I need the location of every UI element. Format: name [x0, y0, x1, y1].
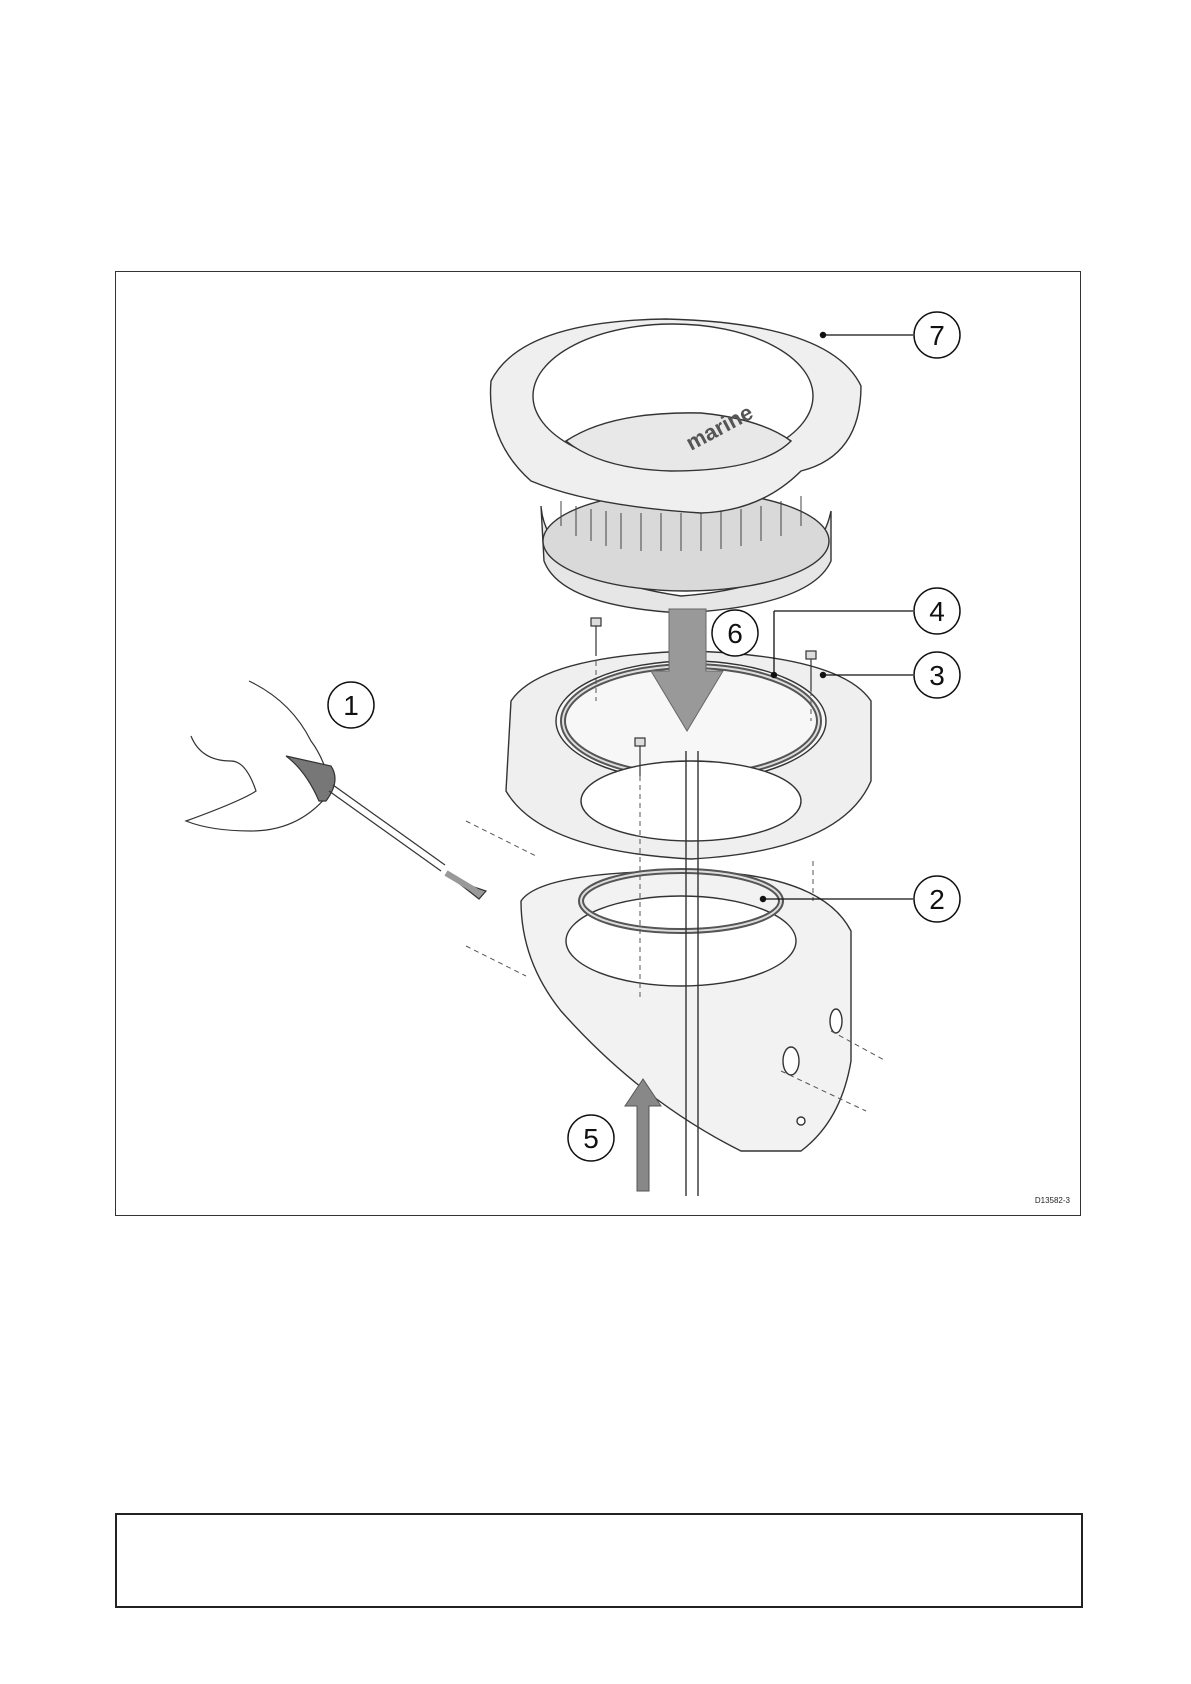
callout-1: 1 — [328, 682, 374, 728]
callout-2: 2 — [914, 876, 960, 922]
callout-5: 5 — [568, 1115, 614, 1161]
svg-text:4: 4 — [929, 596, 945, 627]
callout-4: 4 — [914, 588, 960, 634]
callout-6: 6 — [712, 610, 758, 656]
callout-7: 7 — [914, 312, 960, 358]
callout-3: 3 — [914, 652, 960, 698]
exploded-mounting-diagram: marine — [116, 272, 1082, 1217]
svg-text:5: 5 — [583, 1123, 599, 1154]
svg-text:7: 7 — [929, 320, 945, 351]
figure-frame: marine — [115, 271, 1081, 1216]
svg-text:2: 2 — [929, 884, 945, 915]
svg-text:6: 6 — [727, 618, 743, 649]
svg-text:3: 3 — [929, 660, 945, 691]
instrument-bezel: marine — [491, 319, 862, 613]
caption-box — [115, 1513, 1083, 1608]
figure-reference-code: D13582-3 — [1035, 1196, 1070, 1205]
svg-text:1: 1 — [343, 690, 359, 721]
